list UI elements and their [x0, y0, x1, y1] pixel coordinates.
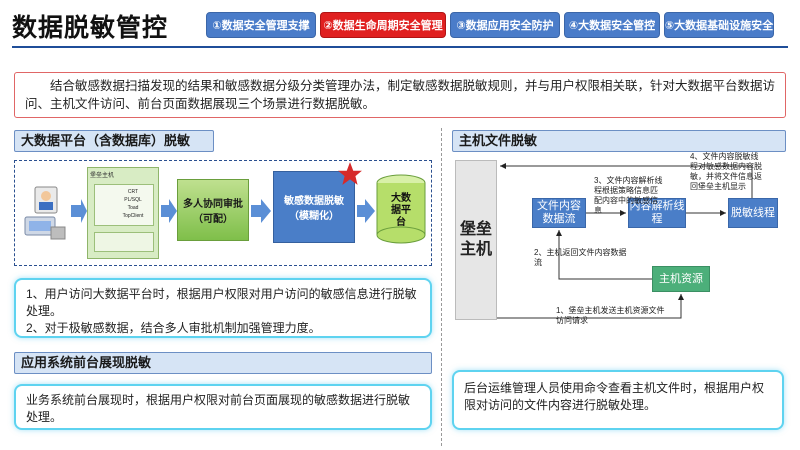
page-title: 数据脱敏管控: [12, 14, 169, 42]
section-frontend-desensitize-title: 应用系统前台展现脱敏: [14, 352, 432, 374]
intro-text: 结合敏感数据扫描发现的结果和敏感数据分级分类管理办法，制定敏感数据脱敏规则，并与…: [14, 72, 786, 118]
header-divider: [12, 46, 788, 48]
bigdata-flow-diagram: 堡垒主机 CRT PL/SQL Toad TopClient 多人协同审批（可配…: [14, 160, 432, 266]
bigdata-platform-label: 大数据平台: [391, 193, 411, 228]
bastion-host-column: 堡垒主机: [455, 160, 497, 320]
multi-approval-box: 多人协同审批（可配）: [177, 179, 249, 241]
flow-arrows: [71, 199, 375, 223]
bigdata-point-1: 1、用户访问大数据平台时，根据用户权限对用户访问的敏感信息进行脱敏处理。: [26, 287, 417, 318]
tab-data-security-support[interactable]: ①数据安全管理支撑: [206, 12, 316, 38]
section-bigdata-desensitize-title: 大数据平台（含数据库）脱敏: [14, 130, 214, 152]
tab-data-lifecycle[interactable]: ②数据生命周期安全管理: [320, 12, 446, 38]
frontend-text-box: 业务系统前台展现时，根据用户权限对前台页面展现的敏感数据进行脱敏处理。: [16, 386, 430, 428]
step3-annotation: 3、文件内容解析线程根据策略信息匹配内容中的敏感信息: [594, 176, 663, 215]
tab-bar: ①数据安全管理支撑 ②数据生命周期安全管理 ③数据应用安全防护 ④大数据安全管控…: [206, 12, 774, 38]
column-divider: [441, 128, 442, 446]
tab-bigdata-infrastructure[interactable]: ⑤大数据基础设施安全: [664, 12, 774, 38]
tool-toad: Toad: [127, 205, 139, 211]
bastion-host-panel: 堡垒主机 CRT PL/SQL Toad TopClient: [87, 167, 159, 259]
tool-crt: CRT: [127, 189, 139, 195]
host-resource-node: 主机资源: [652, 266, 710, 292]
tab-data-application-protection[interactable]: ③数据应用安全防护: [450, 12, 560, 38]
file-stream-node: 文件内容数据流: [532, 198, 586, 228]
tool-plsql: PL/SQL: [124, 197, 142, 203]
user-computer-icon: [24, 186, 66, 240]
desensitize-thread-node: 脱敏线程: [728, 198, 778, 228]
host-file-summary-box: 后台运维管理人员使用命令查看主机文件时，根据用户权限对访问的文件内容进行脱敏处理…: [454, 372, 782, 428]
section-host-file-title: 主机文件脱敏: [452, 130, 786, 152]
parse-thread-node: 内容解析线程: [628, 198, 686, 228]
bigdata-points-box: 1、用户访问大数据平台时，根据用户权限对用户访问的敏感信息进行脱敏处理。 2、对…: [16, 280, 430, 336]
tab-bigdata-security[interactable]: ④大数据安全管控: [564, 12, 660, 38]
tool-list: CRT PL/SQL Toad TopClient: [94, 184, 154, 226]
step4-annotation: 4、文件内容脱敏线程对敏感数据内容脱敏，并将文件信息返回堡垒主机显示: [690, 152, 762, 191]
bastion-host-column-label: 堡垒主机: [459, 221, 492, 258]
tool-topclient: TopClient: [122, 213, 144, 219]
desensitize-box: 敏感数据脱敏（模糊化）: [273, 171, 355, 243]
bigdata-point-2: 2、对于极敏感数据，结合多人审批机制加强管理力度。: [26, 321, 321, 335]
step1-annotation: 1、堡垒主机发送主机资源文件访问请求: [556, 306, 665, 325]
star-icon: [338, 162, 362, 185]
database-cylinder-icon: [376, 174, 426, 244]
step2-annotation: 2、主机返回文件内容数据流: [534, 248, 627, 267]
bastion-host-label: 堡垒主机: [90, 173, 115, 179]
bastion-bottom-bar: [94, 232, 154, 252]
